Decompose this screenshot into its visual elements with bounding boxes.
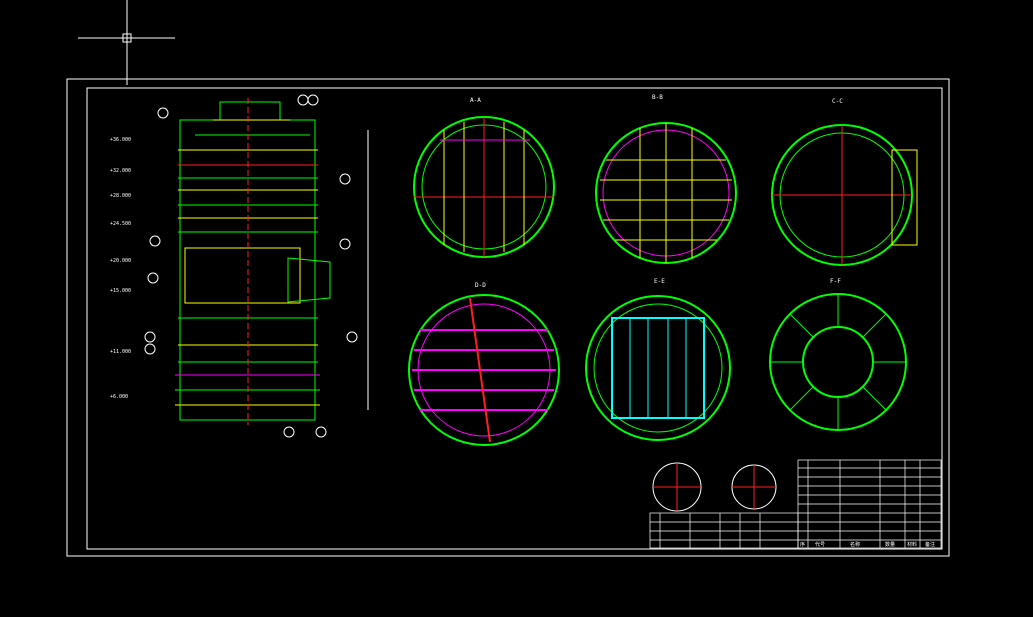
- header-col-3: 数量: [885, 541, 895, 548]
- section-aa: A-A: [413, 97, 555, 258]
- elevation-label-2: +28.000: [110, 193, 131, 199]
- header-col-2: 名称: [850, 541, 860, 548]
- section-dd: D-D: [408, 282, 560, 446]
- title-block: [649, 459, 942, 549]
- section-bb-title: B-B: [652, 94, 663, 101]
- elevation-label-6: +11.000: [110, 349, 131, 355]
- tower-elevation-view: [144, 94, 369, 438]
- section-aa-title: A-A: [470, 97, 481, 104]
- outer-frame: [66, 78, 950, 557]
- section-bb: B-B: [595, 94, 737, 264]
- elevation-label-3: +24.500: [110, 221, 131, 227]
- section-ee: E-E: [585, 278, 731, 441]
- title-block-header: 序 代号 名称 数量 材料 备注: [800, 541, 935, 548]
- detail-circles: [652, 462, 777, 512]
- elevation-label-7: +6.000: [110, 394, 128, 400]
- section-cc: C-C: [771, 98, 918, 266]
- elevation-label-1: +32.000: [110, 168, 131, 174]
- section-ff: F-F: [769, 278, 907, 431]
- header-col-1: 代号: [815, 541, 825, 548]
- inner-frame: [86, 87, 943, 550]
- elevation-label-0: +36.000: [110, 137, 131, 143]
- section-dd-title: D-D: [475, 282, 486, 289]
- elevation-label-5: +15.000: [110, 288, 131, 294]
- elevation-callouts: +36.000 +32.000 +28.000 +24.500 +20.000 …: [110, 137, 131, 400]
- section-ff-title: F-F: [830, 278, 841, 285]
- header-col-0: 序: [800, 541, 805, 548]
- crosshair-cursor: [78, 0, 175, 85]
- section-ee-title: E-E: [654, 278, 665, 285]
- header-col-4: 材料: [907, 541, 917, 548]
- elevation-label-4: +20.000: [110, 258, 131, 264]
- section-cc-title: C-C: [832, 98, 843, 105]
- header-col-5: 备注: [925, 541, 935, 548]
